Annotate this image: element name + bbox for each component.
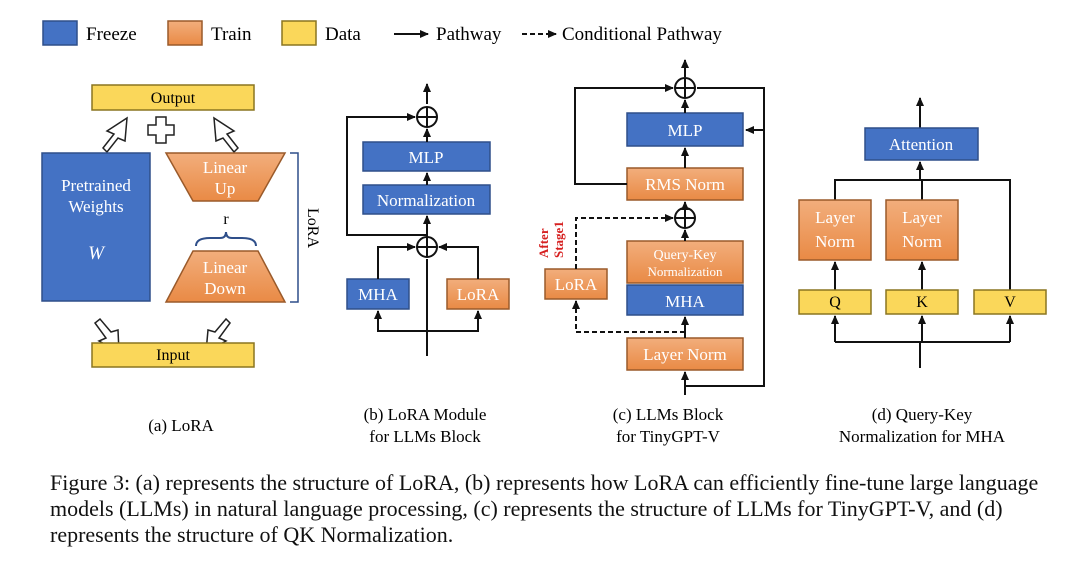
- linear-down-line1: Linear: [203, 258, 248, 277]
- b-input-to-mha: [374, 310, 427, 332]
- b-mlp-label: MLP: [409, 148, 444, 167]
- c-layer-norm-box: [626, 337, 744, 371]
- panel-a-lora: Output Pretrained Weights W Linear Up r …: [41, 84, 321, 435]
- output-box: [91, 84, 255, 111]
- c-qk-norm-line1: Query-Key: [654, 248, 717, 263]
- legend-freeze-swatch: [42, 20, 78, 46]
- weight-symbol: W: [88, 243, 106, 264]
- legend-conditional-label: Conditional Pathway: [562, 24, 722, 45]
- c-qk-norm-box: [626, 240, 744, 284]
- c-mha-label: MHA: [665, 292, 705, 311]
- lora-bracket-label: LoRA: [304, 208, 321, 248]
- b-input-to-lora: [427, 310, 482, 332]
- d-layer-norm-q-box: [798, 199, 872, 261]
- after-stage1-label: After Stage1: [536, 221, 566, 258]
- pretrained-label-line2: Weights: [68, 197, 123, 216]
- b-normalization-label: Normalization: [377, 191, 476, 210]
- b-normalization-box: [362, 184, 491, 215]
- c-rms-norm-label: RMS Norm: [645, 175, 725, 194]
- panel-c-caption-line1: (c) LLMs Block: [613, 405, 724, 424]
- d-q-box: [798, 289, 872, 315]
- b-lora-to-add: [438, 243, 479, 279]
- panel-d-qk-normalization: Attention Layer Norm Layer Norm Q K V (d…: [798, 97, 1047, 446]
- b-mha-to-add: [377, 243, 416, 279]
- c-lora-to-add-dashed: [575, 214, 674, 269]
- d-layer-norm-k-line1: Layer: [902, 208, 942, 227]
- b-lora-label: LoRA: [457, 285, 500, 304]
- panel-a-caption: (a) LoRA: [148, 416, 214, 435]
- pretrained-weights-box: [41, 152, 151, 302]
- b-residual-path: [346, 113, 427, 236]
- d-layer-norm-q-line2: Norm: [815, 232, 855, 251]
- d-k-label: K: [916, 294, 928, 311]
- legend: Freeze Train Data Pathway Conditional Pa…: [42, 20, 722, 46]
- d-k-box: [885, 289, 959, 315]
- rank-brace: [195, 231, 257, 247]
- panel-c-llms-block: MLP RMS Norm Query-Key Normalization MHA…: [536, 59, 765, 446]
- after-label: After: [536, 228, 551, 258]
- linear-up-line2: Up: [215, 179, 236, 198]
- panel-d-caption-line2: Normalization for MHA: [839, 427, 1006, 446]
- panel-b-lora-module: MLP Normalization MHA LoRA (b) LoRA Modu…: [346, 83, 510, 446]
- c-mlp-label: MLP: [668, 121, 703, 140]
- hollow-arrow-to-output-left: [101, 116, 128, 154]
- d-layer-norm-k-box: [885, 199, 959, 261]
- c-residual-right-top: [697, 87, 765, 130]
- stage1-label: Stage1: [551, 221, 566, 258]
- c-layer-norm-label: Layer Norm: [643, 345, 727, 364]
- pretrained-label-line1: Pretrained: [61, 176, 131, 195]
- input-label: Input: [156, 347, 190, 364]
- b-mha-label: MHA: [358, 285, 398, 304]
- b-add-top-plus: [417, 107, 437, 127]
- b-add-mid-plus: [417, 237, 437, 257]
- c-lora-label: LoRA: [555, 275, 598, 294]
- input-box: [91, 342, 255, 368]
- d-attention-label: Attention: [889, 135, 954, 154]
- d-q-label: Q: [829, 294, 841, 311]
- c-residual-right: [685, 126, 765, 387]
- legend-pathway-label: Pathway: [436, 24, 502, 45]
- rank-label: r: [223, 211, 229, 228]
- linear-up-trapezoid: [164, 152, 287, 202]
- legend-train-swatch: [167, 20, 203, 46]
- c-input-to-lora-dashed: [572, 300, 685, 333]
- d-layer-norm-k-line2: Norm: [902, 232, 942, 251]
- legend-freeze-label: Freeze: [86, 24, 137, 45]
- c-residual-left: [574, 84, 674, 185]
- lora-bracket: [290, 152, 299, 303]
- linear-up-line1: Linear: [203, 158, 248, 177]
- hollow-arrow-to-output-right: [213, 116, 240, 154]
- d-v-label: V: [1004, 294, 1016, 311]
- c-add-top-plus: [675, 78, 695, 98]
- d-v-box: [973, 289, 1047, 315]
- panel-c-caption-line2: for TinyGPT-V: [616, 427, 720, 446]
- plus-icon: [147, 116, 175, 144]
- c-mlp-box: [626, 112, 744, 147]
- c-qk-norm-line2: Normalization: [647, 264, 723, 279]
- c-add-mid-plus: [675, 208, 695, 228]
- figure-caption: Figure 3: (a) represents the structure o…: [50, 470, 1039, 547]
- panel-d-caption-line1: (d) Query-Key: [872, 405, 973, 424]
- b-mlp-box: [362, 141, 491, 172]
- output-label: Output: [151, 90, 196, 107]
- legend-data-swatch: [281, 20, 317, 46]
- panel-b-caption-line1: (b) LoRA Module: [364, 405, 487, 424]
- legend-data-label: Data: [325, 24, 361, 45]
- c-mha-box: [626, 284, 744, 316]
- linear-down-line2: Down: [204, 279, 246, 298]
- d-layer-norm-q-line1: Layer: [815, 208, 855, 227]
- linear-down-trapezoid: [164, 250, 287, 303]
- panel-b-caption-line2: for LLMs Block: [369, 427, 481, 446]
- d-attention-box: [864, 127, 979, 161]
- legend-train-label: Train: [211, 24, 252, 45]
